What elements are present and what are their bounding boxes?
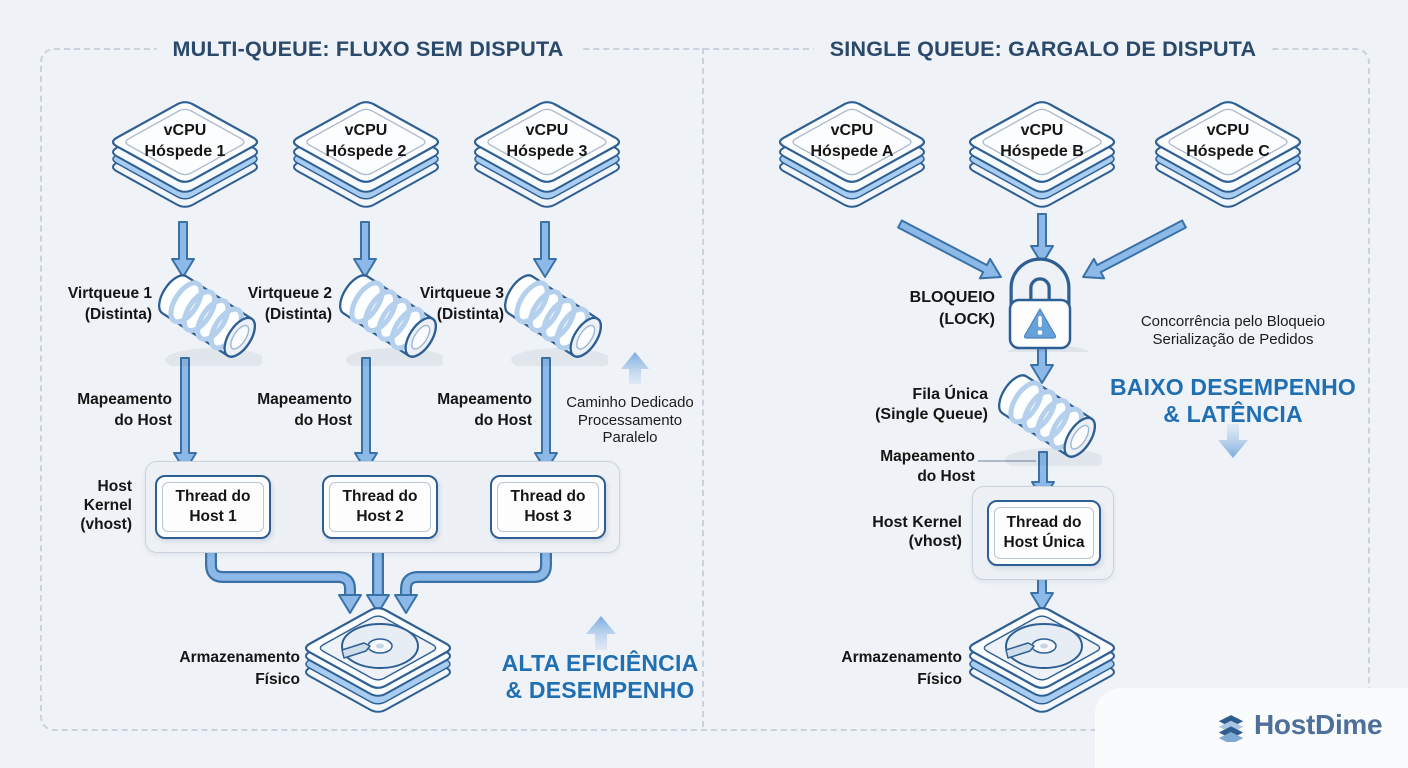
- physical-storage-disk-left: [304, 607, 452, 713]
- brand-logo: HostDime: [1216, 708, 1383, 742]
- panel-divider: [702, 48, 704, 727]
- hostdime-layers-icon: [1218, 715, 1244, 742]
- single-queue-cylinder: [992, 366, 1102, 466]
- host-kernel-label-right: Host Kernel(vhost): [872, 514, 962, 550]
- lock-label: BLOQUEIO(LOCK): [909, 289, 995, 328]
- logo-background: [1095, 688, 1408, 768]
- virtqueue-cylinder-3: [498, 266, 608, 366]
- dedicated-path-up-arrow: [621, 352, 649, 384]
- high-efficiency-caption: ALTA EFICIÊNCIA& DESEMPENHO: [501, 650, 699, 703]
- contention-note: Concorrência pelo Bloqueio Serialização …: [1140, 313, 1326, 348]
- diagram-frame: [40, 48, 1370, 731]
- lock-icon: [990, 252, 1090, 352]
- dedicated-path-note: Caminho Dedicado Processamento Paralelo: [566, 394, 694, 446]
- single-queue-label: Fila Única(Single Queue): [875, 386, 988, 423]
- high-efficiency-up-arrow: [586, 616, 616, 650]
- host-kernel-label-left: Host Kernel (vhost): [80, 478, 132, 533]
- left-panel-title: MULTI-QUEUE: FLUXO SEM DISPUTA: [156, 37, 580, 62]
- virtqueue-2-label: Virtqueue 2(Distinta): [247, 285, 332, 323]
- right-panel-title: SINGLE QUEUE: GARGALO DE DISPUTA: [813, 37, 1273, 62]
- virtqueue-1-label: Virtqueue 1(Distinta): [67, 285, 152, 323]
- low-performance-caption: BAIXO DESEMPENHO& LATÊNCIA: [1109, 374, 1356, 427]
- low-performance-down-arrow: [1218, 424, 1248, 458]
- virtqueue-3-label: Virtqueue 3(Distinta): [419, 285, 504, 323]
- brand-wordmark: HostDime: [1254, 709, 1383, 740]
